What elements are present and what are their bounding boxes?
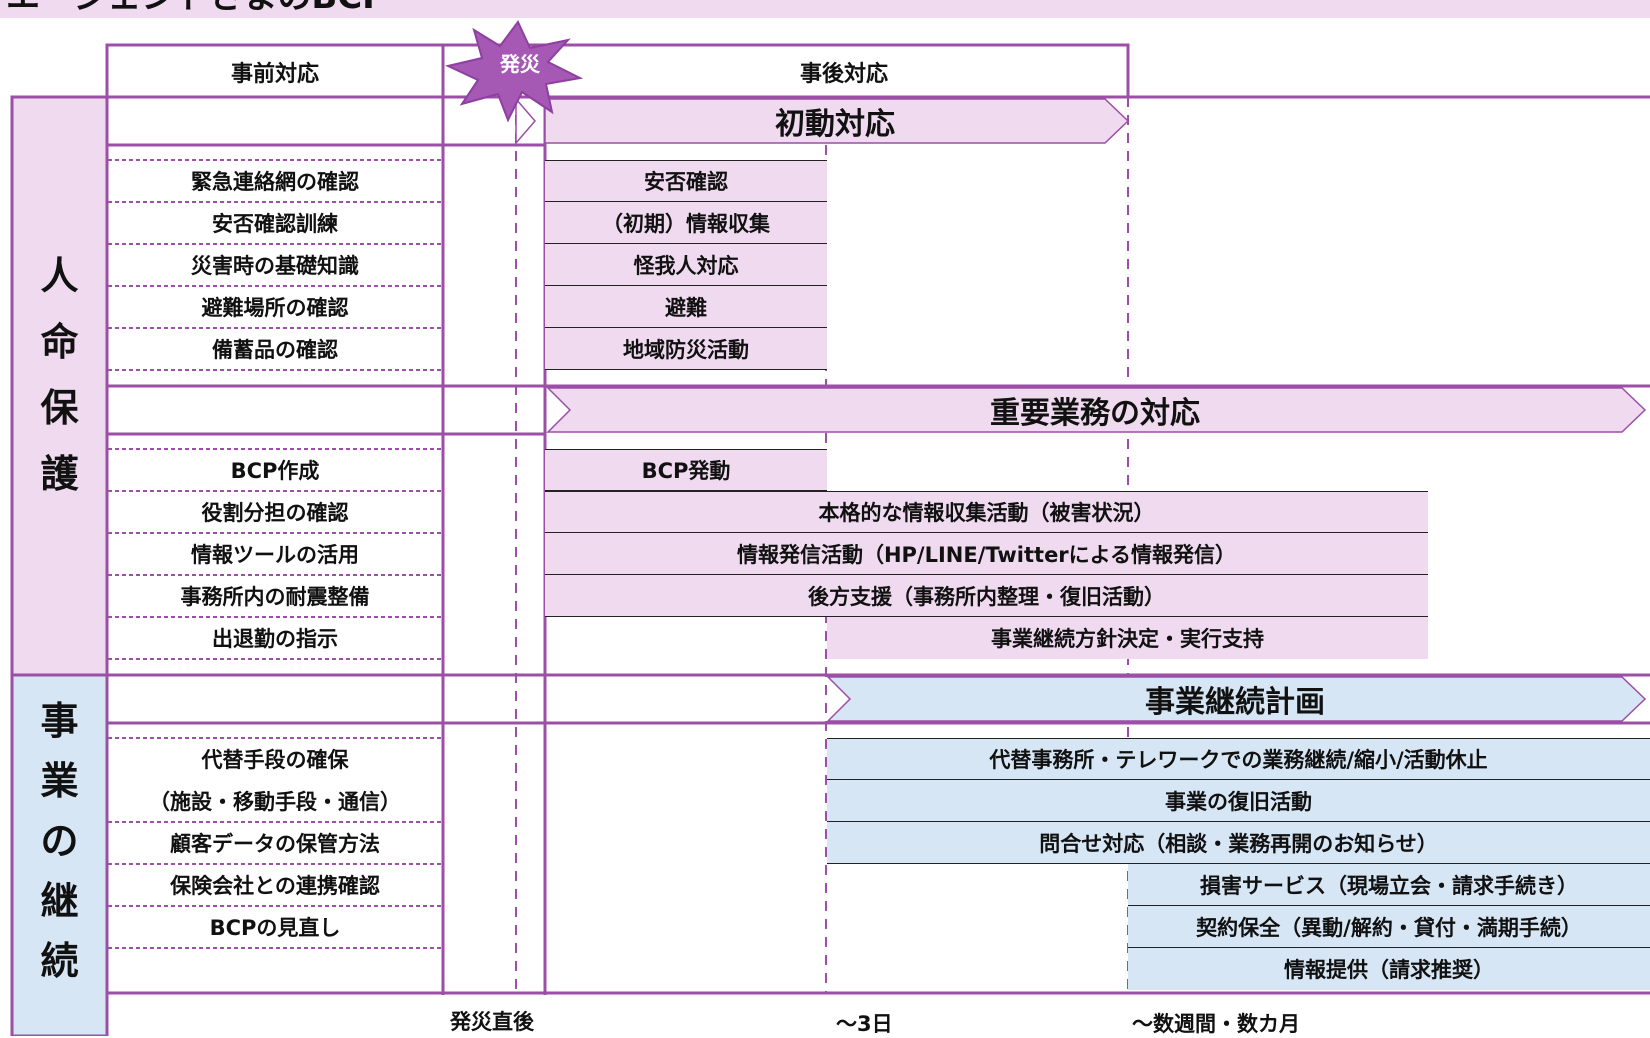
section-label-life: 人 命 保 護 — [40, 254, 79, 496]
left-item: BCPの見直し — [209, 916, 341, 940]
important-action-info-send: 情報発信活動（HP/LINE/Twitterによる情報発信） — [545, 533, 1428, 575]
arrow-important-business: 重要業務の対応 — [990, 396, 1200, 431]
timeline-3days: ～3日 — [836, 1012, 893, 1036]
timeline-weeks-months: ～数週間・数カ月 — [1132, 1012, 1300, 1036]
continuity-action-inquiry: 問合せ対応（相談・業務再開のお知らせ） — [827, 822, 1650, 864]
left-item: 情報ツールの活用 — [191, 543, 359, 567]
important-action-info-collect: 本格的な情報収集活動（被害状況） — [545, 491, 1428, 533]
arrow-business-continuity: 事業継続計画 — [1145, 685, 1325, 720]
title-bar — [0, 0, 1650, 18]
initial-action: （初期）情報収集 — [545, 202, 827, 244]
initial-action: 地域防災活動 — [545, 328, 827, 370]
header-pre: 事前対応 — [230, 62, 319, 87]
important-action-support: 後方支援（事務所内整理・復旧活動） — [545, 575, 1428, 617]
left-item: BCP作成 — [230, 459, 320, 483]
left-item: 出退勤の指示 — [212, 627, 338, 651]
left-item: 顧客データの保管方法 — [170, 832, 380, 856]
left-item: 安否確認訓練 — [212, 212, 338, 236]
section-label-business: 事 業 の 継 続 — [40, 699, 79, 983]
initial-action: 避難 — [545, 286, 827, 328]
initial-action: 怪我人対応 — [545, 244, 827, 286]
continuity-action-contract: 契約保全（異動/解約・貸付・満期手続） — [1128, 906, 1650, 948]
continuity-action-recovery: 事業の復旧活動 — [827, 780, 1650, 822]
left-item: 保険会社との連携確認 — [170, 874, 380, 898]
continuity-action-info: 情報提供（請求推奨） — [1128, 948, 1650, 990]
important-action-bcp: BCP発動 — [545, 449, 827, 491]
left-item: 緊急連絡網の確認 — [191, 170, 359, 194]
left-item: 事務所内の耐震整備 — [180, 585, 370, 609]
continuity-action-alt-office: 代替事務所・テレワークでの業務継続/縮小/活動休止 — [827, 738, 1650, 780]
burst-label: 発災 — [500, 51, 540, 76]
left-item: 避難場所の確認 — [201, 296, 349, 320]
left-item: 災害時の基礎知識 — [191, 254, 359, 278]
continuity-action-damage: 損害サービス（現場立会・請求手続き） — [1128, 864, 1650, 906]
important-action-policy: 事業継続方針決定・実行支持 — [827, 617, 1428, 659]
page-title: エージェントさまのBCP — [6, 0, 387, 14]
left-item: 役割分担の確認 — [201, 501, 349, 525]
timeline-immediate: 発災直後 — [450, 1010, 534, 1034]
left-item: （施設・移動手段・通信） — [149, 790, 401, 814]
left-item: 備蓄品の確認 — [212, 338, 338, 362]
left-item: 代替手段の確保 — [201, 748, 349, 772]
header-post: 事後対応 — [799, 62, 888, 87]
initial-action: 安否確認 — [545, 160, 827, 202]
arrow-initial-response: 初動対応 — [775, 107, 895, 142]
